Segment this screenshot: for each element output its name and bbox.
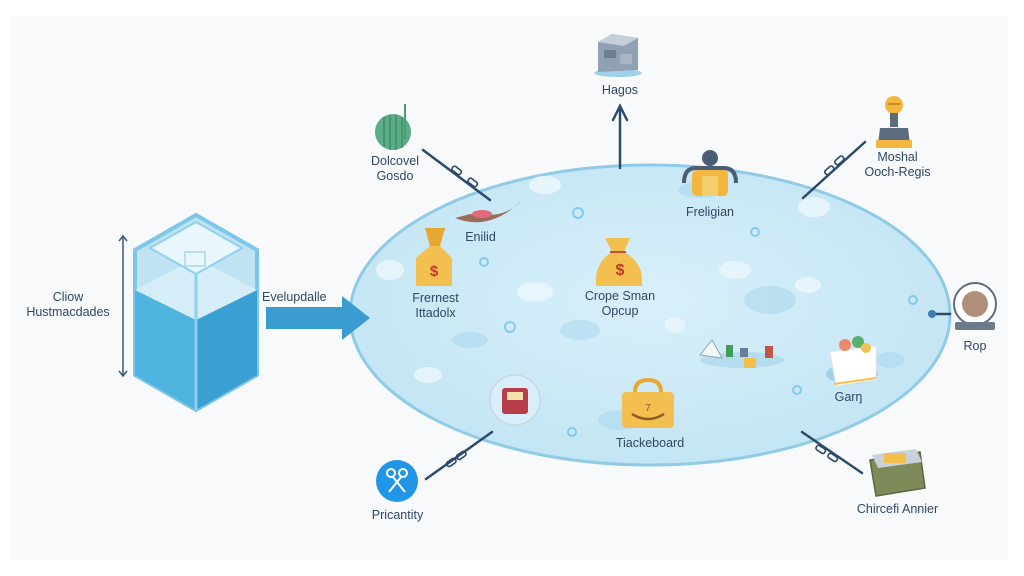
- source-label-line2: Hustmacdades: [26, 305, 110, 319]
- svg-text:7: 7: [645, 403, 651, 414]
- satellite-label-hagos: Hagos: [601, 83, 639, 97]
- node-label-freligian: Freligian: [686, 205, 734, 219]
- satellite-label-dolcovel: Dolcovel Gosdo: [355, 154, 435, 184]
- flow-arrow-label: Evelupdalle: [262, 290, 327, 304]
- node-label-crope-line2: Opcup: [601, 304, 639, 318]
- svg-text:$: $: [430, 263, 439, 280]
- satellite-label-rop: Rop: [963, 339, 987, 353]
- link-pricantity: [424, 430, 494, 481]
- node-label-frernest-line2: Ittadolx: [415, 306, 456, 320]
- node-label-crope: Crope Sman Opcup: [575, 289, 665, 319]
- scissors-icon: [376, 460, 418, 502]
- satellite-label-moshal: Moshal Ooch-Regis: [855, 150, 940, 180]
- satellite-label-pricantity: Pricantity: [371, 508, 424, 522]
- link-chircefi: [800, 430, 864, 475]
- crate-icon: [869, 449, 926, 497]
- hub-small-icons: [479, 207, 918, 437]
- link-hagos-arrowhead: [611, 103, 629, 122]
- node-label-frernest-line1: Frernest: [412, 291, 459, 305]
- satellite-label-chircefi: Chircefi Annier: [856, 502, 939, 516]
- source-label-line1: Cliow: [52, 290, 84, 304]
- hub-decorations: [376, 176, 830, 383]
- source-label: Cliow Hustmacdades: [18, 290, 118, 320]
- container-icon: [133, 212, 259, 413]
- node-label-enilid: Enilid: [465, 230, 496, 244]
- boat-icon: [455, 200, 522, 223]
- gift-box-icon: [826, 336, 878, 387]
- stamp-icon: [876, 96, 912, 148]
- node-label-crope-line1: Crope Sman: [584, 289, 656, 303]
- tools-cluster-icon: [699, 339, 784, 368]
- chain-icons: [445, 155, 845, 468]
- server-cube-icon: [594, 34, 642, 77]
- shopping-bag-icon: 7: [622, 377, 674, 428]
- node-label-tiackeboard: Tiackeboard: [615, 436, 685, 450]
- money-bag-icon: $: [416, 228, 452, 286]
- robot-icon: [682, 150, 738, 196]
- inbox-bubble-icon: [489, 374, 541, 426]
- satellite-label-dolcovel-line2: Gosdo: [376, 169, 414, 183]
- money-bag-icon-2: $: [596, 238, 642, 286]
- satellite-label-moshal-line2: Ooch-Regis: [864, 165, 931, 179]
- satellite-label-moshal-line1: Moshal: [877, 150, 918, 164]
- link-dolcovel: [421, 148, 492, 202]
- webcam-icon: [953, 282, 997, 330]
- leaf-globe-icon: [375, 104, 411, 150]
- rop-connector-dot: [928, 310, 936, 318]
- svg-text:$: $: [616, 262, 625, 279]
- satellite-label-dolcovel-line1: Dolcovel: [371, 154, 419, 168]
- hub-shadows: [452, 182, 904, 430]
- flow-arrow: [266, 296, 370, 340]
- node-label-frernest: Frernest Ittadolx: [398, 291, 473, 321]
- height-indicator: [118, 234, 128, 378]
- node-label-garn: Garŋ: [834, 390, 863, 404]
